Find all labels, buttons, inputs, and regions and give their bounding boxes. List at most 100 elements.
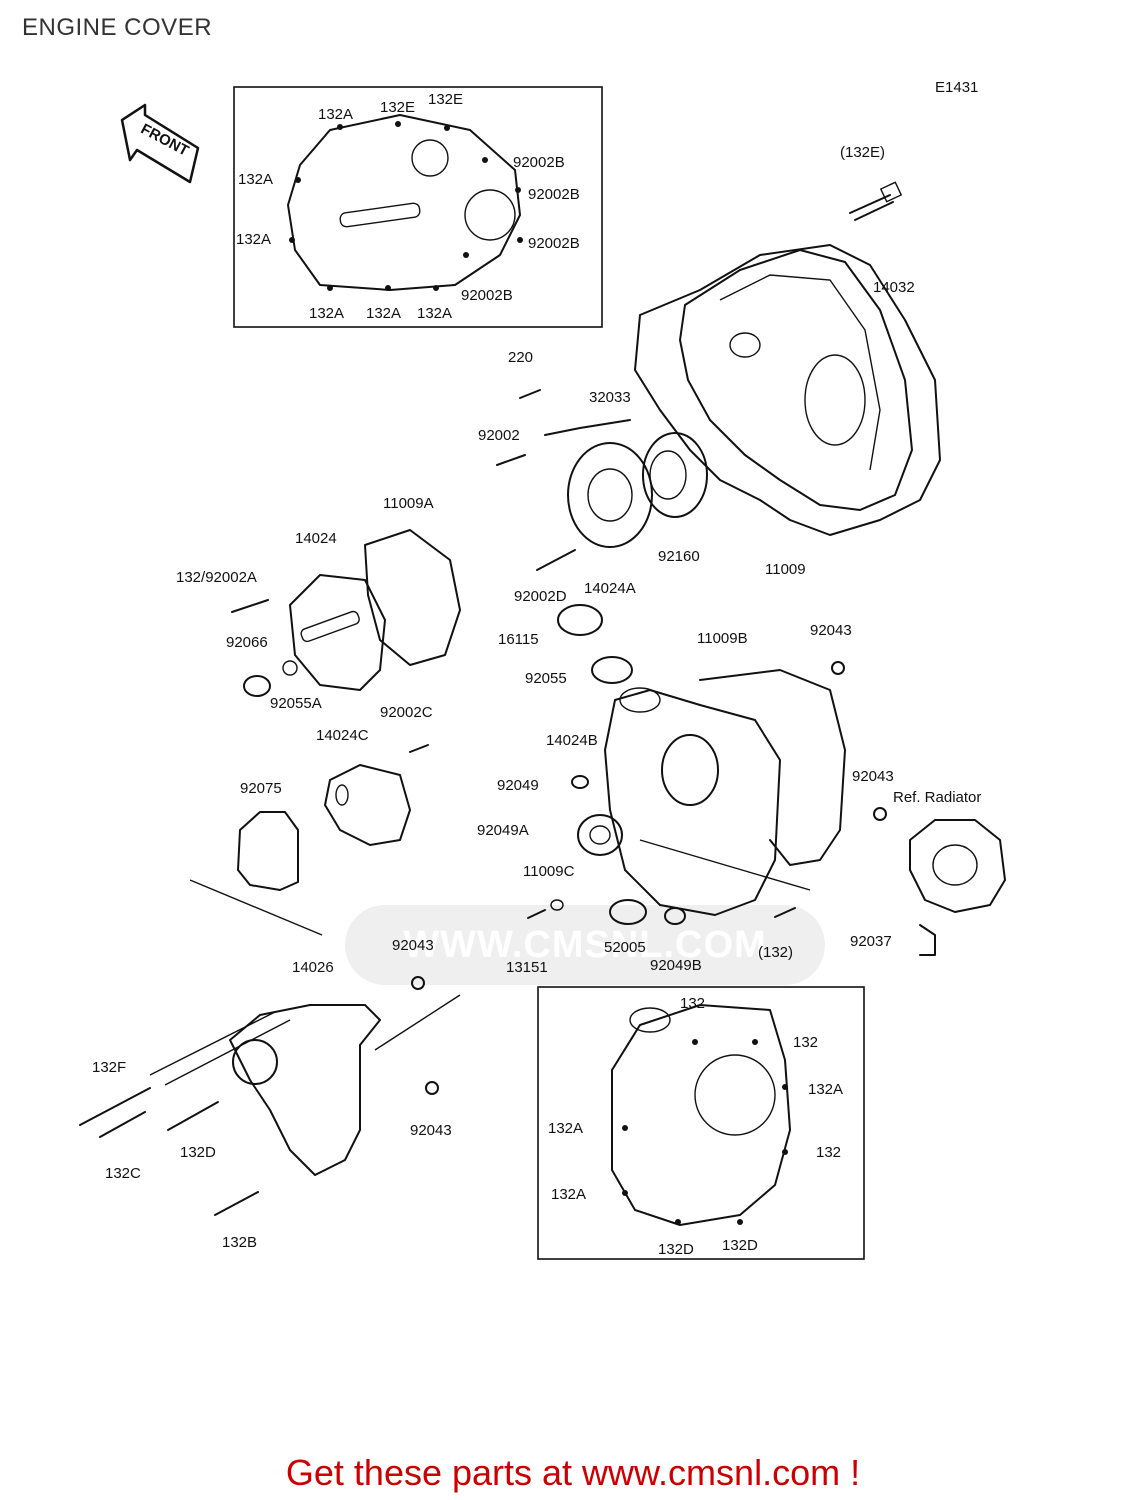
seal-92049a-inner — [589, 825, 611, 845]
cover-14024a-center — [587, 468, 633, 522]
label-14024c: 14024C — [316, 727, 369, 744]
label-92002: 92002 — [478, 427, 520, 444]
cover-14024c-slot — [335, 784, 349, 806]
gasket-92160 — [642, 432, 708, 518]
parts-diagram: FRONT — [79, 79, 1006, 1260]
label-132a-left1: 132A — [238, 171, 273, 188]
bolt-92002d — [536, 549, 576, 571]
sprocket-cover-14026-boss — [232, 1039, 278, 1085]
inset-bolt-dots — [289, 121, 523, 291]
sprocket-cover-14026 — [229, 1004, 381, 1176]
label-220: 220 — [508, 349, 533, 366]
front-arrow-icon: FRONT — [120, 103, 200, 184]
cover-inset-bore — [694, 1054, 776, 1136]
label-132a-top: 132A — [318, 106, 353, 123]
bolt-92002c — [409, 744, 429, 753]
label-11009c: 11009C — [523, 863, 575, 880]
inset-cover-hole-small — [411, 139, 449, 177]
label-132d: 132D — [180, 1144, 216, 1161]
label-92002b-2: 92002B — [528, 186, 580, 203]
label-132d-inset-1: 132D — [658, 1241, 694, 1258]
o-ring-92055 — [591, 656, 633, 684]
label-132-92002a: 132/92002A — [176, 569, 257, 586]
radiator-fitting — [909, 819, 1006, 913]
label-92043-m: 92043 — [392, 937, 434, 954]
label-132e-2: 132E — [428, 91, 463, 108]
label-14032: 14032 — [873, 279, 915, 296]
label-132a-inset-2: 132A — [548, 1120, 583, 1137]
washer-92055a — [282, 660, 298, 676]
cover-inset-filler — [629, 1007, 671, 1033]
clutch-cover-outline-inset — [287, 114, 521, 291]
washer-92049 — [571, 775, 589, 789]
gasket-11009 — [634, 244, 941, 536]
clip-92037 — [919, 924, 936, 956]
label-92043-r1: 92043 — [810, 622, 852, 639]
label-132e-1: 132E — [380, 99, 415, 116]
label-132f: 132F — [92, 1059, 126, 1076]
label-92002b-1: 92002B — [513, 154, 565, 171]
label-132d-inset-2: 132D — [722, 1237, 758, 1254]
label-92002b-4: 92002B — [461, 287, 513, 304]
label-16115: 16115 — [498, 631, 539, 648]
label-92049a: 92049A — [477, 822, 529, 839]
inset-box-clutch-cover — [233, 86, 603, 328]
label-132a-b1: 132A — [309, 305, 344, 322]
crankcase-cover-boss-small — [729, 332, 761, 358]
label-92037: 92037 — [850, 933, 892, 950]
crankcase-cover-rib — [719, 274, 881, 471]
bolt-132e — [849, 194, 894, 221]
oring-11009c — [550, 899, 564, 911]
oring-52005 — [609, 899, 647, 925]
label-11009: 11009 — [765, 561, 806, 578]
label-14024b: 14024B — [546, 732, 598, 749]
crankcase-cover-boss — [804, 354, 866, 446]
inset-bolt-dots-bottom — [622, 1039, 788, 1225]
seal-92049a — [577, 814, 623, 856]
label-92002d: 92002D — [514, 588, 567, 605]
crankcase-cover-14032 — [679, 249, 913, 511]
label-14024: 14024 — [295, 530, 337, 547]
dowel-92043-r2 — [873, 807, 887, 821]
cover-14024b-bore — [661, 734, 719, 806]
label-92002b-3: 92002B — [528, 235, 580, 252]
inset-cover-hole-large — [464, 189, 516, 241]
label-92043-b: 92043 — [410, 1122, 452, 1139]
bolt-220 — [519, 389, 541, 399]
label-92049b: 92049B — [650, 957, 702, 974]
label-132a-inset-1: 132A — [808, 1081, 843, 1098]
gasket-11009a — [364, 529, 461, 666]
label-92075: 92075 — [240, 780, 282, 797]
cover-14024 — [289, 574, 386, 691]
label-ref-radiator: Ref. Radiator — [893, 789, 981, 806]
plug-92066 — [243, 675, 271, 697]
cover-14024b-filler — [619, 687, 661, 713]
switch-13151 — [527, 909, 546, 919]
label-52005: 52005 — [604, 939, 646, 956]
bolt-132d — [167, 1101, 219, 1131]
label-132b: 132B — [222, 1234, 257, 1251]
label-92002c: 92002C — [380, 704, 433, 721]
oil-cap-16115 — [557, 604, 603, 636]
label-92049: 92049 — [497, 777, 539, 794]
cover-14024c — [324, 764, 411, 846]
bolt-132c — [99, 1111, 146, 1138]
label-32033: 32033 — [589, 389, 631, 406]
bolt-132f — [79, 1087, 151, 1126]
cap-92075 — [237, 811, 299, 891]
footer-promo-text[interactable]: Get these parts at www.cmsnl.com ! — [285, 1452, 861, 1493]
inset-cover-slot — [339, 202, 421, 228]
label-132a-left2: 132A — [236, 231, 271, 248]
label-132-inset-1: 132 — [680, 995, 705, 1012]
label-92160: 92160 — [658, 548, 700, 565]
cover-outline-inset — [611, 1004, 791, 1226]
label-11009b: 11009B — [697, 630, 748, 647]
bolt-132e-head — [879, 181, 903, 203]
leaders-14026 — [149, 994, 461, 1086]
label-92066: 92066 — [226, 634, 268, 651]
label-92055: 92055 — [525, 670, 567, 687]
label-132a-b3: 132A — [417, 305, 452, 322]
diagram-code: E1431 — [935, 79, 978, 96]
tube-32033 — [544, 419, 631, 436]
label-132e-paren: (132E) — [840, 144, 885, 161]
